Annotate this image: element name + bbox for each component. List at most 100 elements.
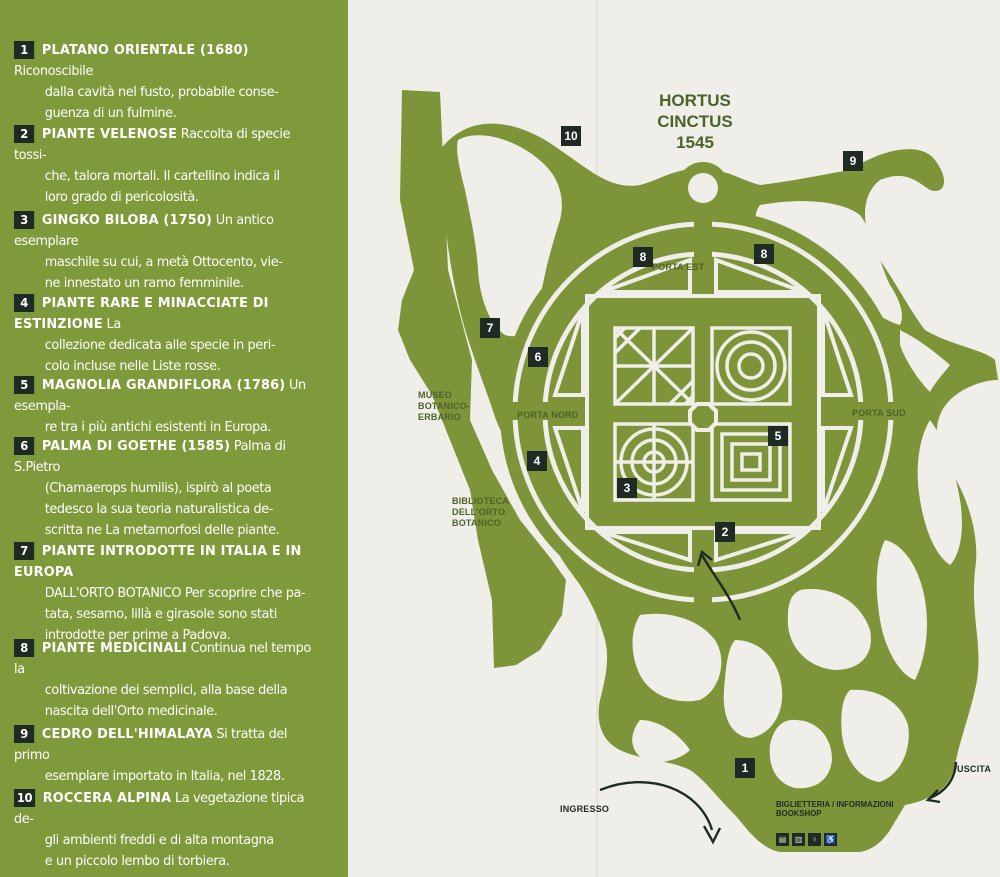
map-marker-10[interactable]: 10 (561, 126, 581, 146)
map-marker-8b[interactable]: 8 (754, 244, 774, 264)
legend-text-line: scritta ne La metamorfosi delle piante. (44, 523, 280, 538)
legend-title: PIANTE MEDICINALI (41, 641, 187, 656)
legend-text-line: colo incluse nelle Liste rosse. (44, 359, 221, 374)
porta-nord-label: PORTA NORD (517, 410, 579, 420)
legend-entry-8: 8 PIANTE MEDICINALI Continua nel tempo la… (14, 638, 323, 722)
legend-entry-6: 6 PALMA DI GOETHE (1585) Palma di S.Pietr… (14, 436, 323, 541)
bookshop-label: BOOKSHOP (776, 809, 822, 818)
legend-number-badge: 8 (14, 639, 35, 657)
porta-sud-label: PORTA SUD (852, 408, 906, 418)
biblioteca-label-line-2: DELL'ORTO (452, 507, 506, 517)
restroom-icon: ♀ (808, 833, 821, 846)
legend-text-line: coltivazione dei semplici, alla base del… (44, 683, 288, 698)
legend-number-badge: 5 (14, 376, 35, 394)
ticket-office: BIGLIETTERIA / INFORMAZIONI BOOKSHOP (776, 800, 896, 856)
legend-number-badge: 4 (14, 294, 35, 312)
entrance-arrow (599, 781, 722, 845)
hortus-title: HORTUS CINCTUS 1545 (630, 90, 760, 153)
legend-text-line: collezione dedicata alle specie in peri- (44, 338, 276, 353)
legend-text-line: guenza di un fulmine. (44, 106, 177, 121)
map-marker-1[interactable]: 1 (735, 758, 755, 778)
legend-text-line: e un piccolo lembo di torbiera. (44, 854, 230, 869)
map-marker-6[interactable]: 6 (528, 347, 548, 367)
legend-text-line: Un esempla- (14, 378, 306, 414)
legend-title: PIANTE VELENOSE (41, 127, 178, 142)
uscita-label: USCITA (957, 764, 992, 774)
legend-title: PLATANO ORIENTALE (1680) (41, 43, 249, 58)
legend-title: PIANTE RARE E MINACCIATE DI ESTINZIONE (14, 296, 269, 332)
legend-title: GINGKO BILOBA (1750) (41, 213, 213, 228)
legend-panel: 1 PLATANO ORIENTALE (1680) Riconoscibile d… (0, 0, 348, 877)
legend-number-badge: 6 (14, 437, 35, 455)
legend-text-line: che, talora mortali. Il cartellino indic… (44, 169, 280, 184)
map-marker-5[interactable]: 5 (768, 426, 788, 446)
biblioteca-label-line-3: BOTANICO (452, 518, 501, 528)
ticket-icon: ▤ (776, 833, 789, 846)
legend-title: MAGNOLIA GRANDIFLORA (1786) (41, 378, 286, 393)
legend-title: PALMA DI GOETHE (1585) (41, 439, 231, 454)
legend-text-line: La (106, 317, 122, 332)
ingresso-label: INGRESSO (560, 804, 610, 814)
biglietteria-label: BIGLIETTERIA / INFORMAZIONI (776, 800, 894, 809)
legend-number-badge: 1 (14, 41, 35, 59)
legend-text-line: loro grado di pericolosità. (44, 190, 199, 205)
porta-est-label: PORTA EST (652, 262, 705, 272)
legend-entry-1: 1 PLATANO ORIENTALE (1680) Riconoscibile d… (14, 40, 323, 124)
legend-text-line: maschile su cui, a metà Ottocento, vie- (44, 255, 283, 270)
legend-text-line: Un antico esemplare (14, 213, 274, 249)
legend-number-badge: 7 (14, 542, 35, 560)
legend-text-line: DALL'ORTO BOTANICO Per scoprire che pa- (44, 586, 306, 601)
title-line-1: HORTUS CINCTUS (657, 91, 733, 131)
hortus-cinctus (500, 162, 906, 615)
legend-text-line: (Chamaerops humilis), ispirò al poeta (44, 481, 272, 496)
map-marker-2[interactable]: 2 (715, 522, 735, 542)
book-icon: ▥ (792, 833, 805, 846)
legend-text-line: Palma di S.Pietro (14, 439, 286, 475)
legend-text-line: Continua nel tempo la (14, 641, 311, 677)
accessible-icon: ♿ (824, 833, 837, 846)
legend-text-line: Riconoscibile (14, 64, 94, 79)
map-marker-9[interactable]: 9 (843, 151, 863, 171)
legend-text-line: introdotte per prime a Padova. (44, 628, 231, 643)
map-marker-4[interactable]: 4 (527, 451, 547, 471)
map-marker-8a[interactable]: 8 (633, 247, 653, 267)
legend-text-line: esemplare importato in Italia, nel 1828. (44, 769, 285, 784)
legend-number-badge: 2 (14, 125, 35, 143)
legend-text-line: tedesco la sua teoria naturalistica de- (44, 502, 274, 517)
legend-text-line: dalla cavità nel fusto, probabile conse- (44, 85, 279, 100)
legend-text-line: nascita dell'Orto medicinale. (44, 704, 218, 719)
legend-title: PIANTE INTRODOTTE IN ITALIA E IN EUROPA (14, 544, 302, 580)
path-arrows (599, 549, 958, 845)
legend-entry-2: 2 PIANTE VELENOSE Raccolta di specie toss… (14, 124, 323, 208)
exit-arrow (925, 761, 958, 804)
legend-text-line: gli ambienti freddi e di alta montagna (44, 833, 274, 848)
legend-number-badge: 9 (14, 725, 35, 743)
legend-text-line: re tra i più antichi esistenti in Europa… (44, 420, 272, 435)
museo-label-line-2: BOTANICO- (418, 401, 471, 411)
map-marker-7[interactable]: 7 (480, 318, 500, 338)
biblioteca-label: BIBLIOTECA DELL'ORTO BOTANICO (452, 496, 509, 529)
legend-text-line: La vegetazione tipica de- (14, 791, 305, 827)
museo-label-line-3: ERBARIO (418, 412, 461, 422)
legend-number-badge: 3 (14, 211, 35, 229)
map-marker-3[interactable]: 3 (617, 478, 637, 498)
legend-text-line: Raccolta di specie tossi- (14, 127, 291, 163)
title-line-2: 1545 (676, 133, 714, 152)
services-icons: ▤ ▥ ♀ ♿ (776, 833, 837, 846)
legend-text-line: Si tratta del primo (14, 727, 288, 763)
legend-entry-3: 3 GINGKO BILOBA (1750) Un antico esemplar… (14, 210, 323, 294)
legend-title: CEDRO DELL'HIMALAYA (41, 727, 213, 742)
legend-entry-9: 9 CEDRO DELL'HIMALAYA Si tratta del primo… (14, 724, 323, 787)
legend-entry-5: 5 MAGNOLIA GRANDIFLORA (1786) Un esempla-… (14, 375, 323, 438)
legend-text-line: ne innestato un ramo femminile. (44, 276, 244, 291)
biblioteca-label-line-1: BIBLIOTECA (452, 496, 509, 506)
gate-arrow (696, 549, 742, 621)
legend-text-line: tata, sesamo, lillà e girasole sono stat… (44, 607, 278, 622)
museo-label: MUSEO BOTANICO- ERBARIO (418, 390, 470, 423)
museum-building (398, 90, 566, 668)
